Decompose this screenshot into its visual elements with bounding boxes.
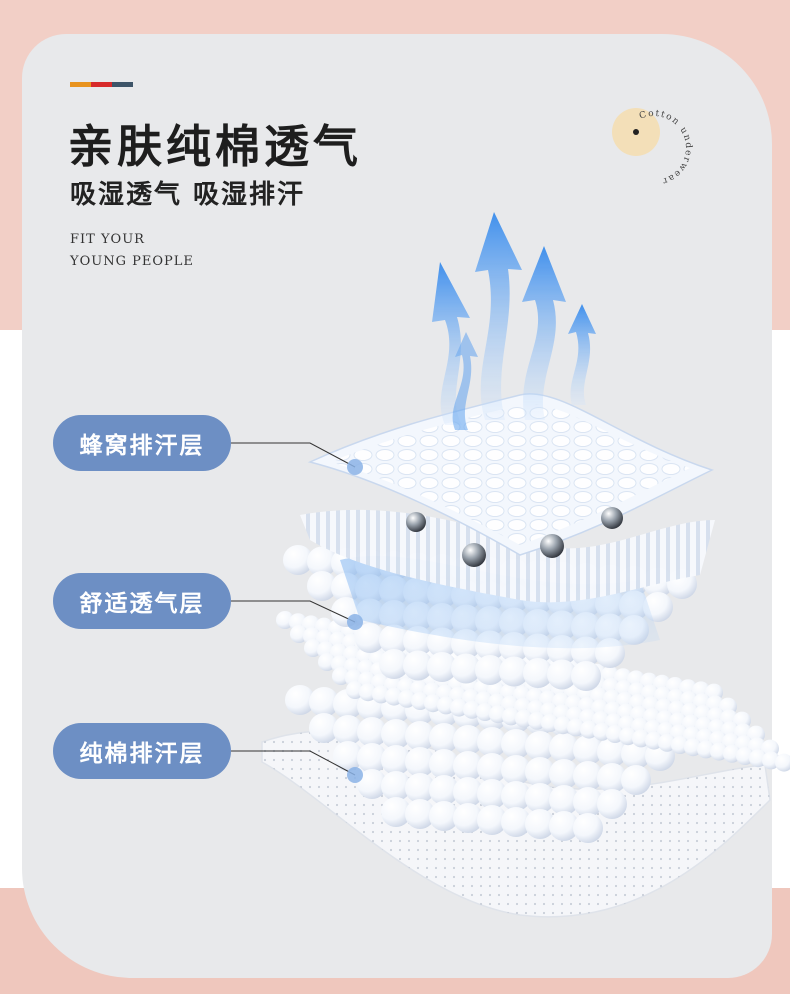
cotton-ball	[283, 545, 313, 575]
airflow-arrow	[452, 332, 478, 430]
droplet	[540, 534, 564, 558]
leader-line	[231, 750, 356, 776]
cotton-ball	[309, 687, 339, 717]
cotton-ball	[549, 811, 579, 841]
cotton-ball	[573, 761, 603, 791]
cotton-ball	[381, 719, 411, 749]
layer-label-breathable: 舒适透气层	[53, 573, 231, 629]
cotton-ball	[357, 717, 387, 747]
cotton-ball	[571, 661, 601, 691]
cotton-ball	[453, 803, 483, 833]
cotton-ball	[379, 649, 409, 679]
cotton-ball	[405, 773, 435, 803]
cotton-ball	[549, 759, 579, 789]
leader-dot	[347, 459, 363, 475]
stripe-navy	[112, 82, 133, 87]
cotton-ball	[597, 737, 627, 767]
cotton-ball	[307, 571, 337, 601]
cotton-ball	[357, 743, 387, 773]
cotton-ball	[403, 626, 433, 656]
cotton-ball	[429, 749, 459, 779]
cotton-ball	[429, 723, 459, 753]
cotton-ball	[405, 747, 435, 777]
badge-dot	[633, 129, 639, 135]
cotton-ball	[355, 623, 385, 653]
cotton-ball	[597, 763, 627, 793]
cotton-ball	[451, 653, 481, 684]
fiber-bead	[775, 753, 790, 772]
english-tagline-1: FIT YOUR	[70, 232, 145, 247]
leader-dot	[347, 614, 363, 630]
airflow-arrow	[475, 212, 522, 420]
cotton-ball	[333, 741, 363, 771]
cotton-ball	[621, 765, 651, 795]
cotton-ball	[405, 721, 435, 751]
leader-dot	[347, 767, 363, 783]
cotton-ball	[525, 757, 555, 787]
cotton-ball	[523, 658, 553, 688]
airflow-arrow	[568, 304, 596, 405]
leader-line	[231, 442, 356, 468]
cotton-ball	[573, 787, 603, 817]
leader-line	[231, 600, 356, 623]
cotton-ball	[573, 735, 603, 765]
cotton-ball	[381, 797, 411, 827]
stripe-red	[91, 82, 112, 87]
stripe-orange	[70, 82, 91, 87]
cotton-badge-icon: Cotton underwear	[612, 108, 692, 186]
page-subtitle: 吸湿透气 吸湿排汗	[70, 180, 306, 210]
droplet	[601, 507, 623, 529]
cotton-ball	[307, 546, 337, 577]
page-title: 亲肤纯棉透气	[68, 120, 363, 173]
cotton-ball	[381, 745, 411, 775]
cotton-ball	[501, 729, 531, 759]
english-tagline-2: YOUNG PEOPLE	[70, 254, 194, 269]
cotton-ball	[429, 775, 459, 805]
cotton-ball	[547, 659, 577, 690]
cotton-ball	[501, 781, 531, 811]
cotton-ball	[379, 624, 409, 655]
cotton-ball	[429, 801, 459, 831]
color-stripes	[70, 82, 133, 87]
honeycomb-pattern	[330, 404, 690, 545]
cotton-ball	[357, 769, 387, 799]
cotton-ball	[405, 799, 435, 829]
cotton-ball	[477, 779, 507, 809]
cotton-ball	[427, 652, 457, 682]
ribbed-layer	[300, 509, 715, 603]
cotton-ball	[309, 713, 339, 743]
cotton-ball	[525, 731, 555, 761]
cotton-ball	[453, 751, 483, 781]
airflow-arrows	[432, 212, 596, 430]
cotton-ball	[549, 785, 579, 815]
cotton-ball	[453, 725, 483, 755]
cotton-ball	[597, 789, 627, 819]
leader-lines	[231, 442, 356, 776]
cotton-ball	[333, 715, 363, 745]
airflow-arrow	[522, 246, 566, 420]
cotton-ball	[501, 807, 531, 837]
cotton-ball	[477, 753, 507, 783]
droplet	[462, 543, 486, 567]
cotton-ball	[453, 777, 483, 807]
cotton-ball	[499, 656, 529, 687]
layer-label-honeycomb: 蜂窝排汗层	[53, 415, 231, 471]
cotton-ball	[285, 685, 315, 715]
cotton-ball	[477, 805, 507, 835]
cotton-ball	[525, 783, 555, 813]
cotton-ball	[573, 813, 603, 843]
droplet	[406, 512, 426, 532]
cotton-ball	[475, 655, 505, 685]
cotton-ball	[477, 727, 507, 757]
cotton-ball	[549, 733, 579, 763]
cotton-ball	[501, 755, 531, 785]
layer-label-cotton: 纯棉排汗层	[53, 723, 231, 779]
airflow-arrow	[432, 262, 470, 425]
cotton-ball	[403, 650, 433, 681]
cotton-ball	[381, 771, 411, 801]
cotton-ball	[525, 809, 555, 839]
